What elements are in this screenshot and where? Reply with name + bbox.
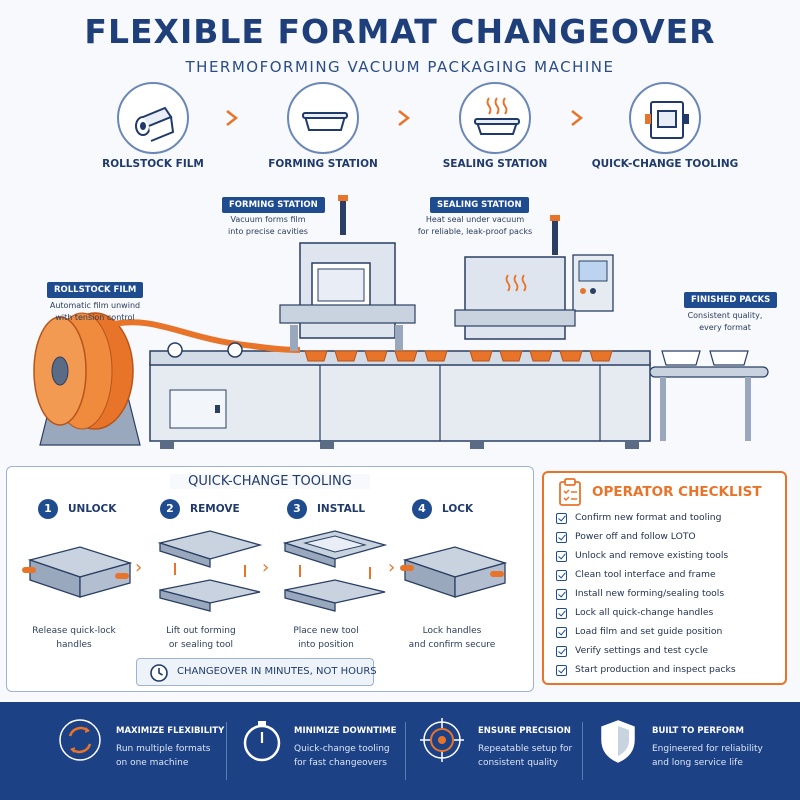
flow-label: QUICK-CHANGE TOOLING	[591, 158, 739, 170]
checklist-item: Confirm new format and tooling	[556, 511, 781, 527]
tooling-title: QUICK-CHANGE TOOLING	[170, 474, 370, 489]
callout-rollstock-tag: ROLLSTOCK FILM	[47, 282, 144, 298]
checklist-item: Clean tool interface and frame	[556, 568, 781, 584]
flow-label: FORMING STATION	[268, 158, 378, 170]
clock-icon	[150, 664, 168, 682]
callout-forming-tag: FORMING STATION	[222, 197, 325, 213]
checklist-item: Install new forming/sealing tools	[556, 587, 781, 603]
step-title: REMOVE	[190, 503, 240, 515]
checklist-item: Start production and inspect packs	[556, 663, 781, 679]
flow-arrow-icon	[226, 110, 239, 126]
footer-divider	[405, 722, 406, 780]
machine-illustration	[33, 195, 769, 449]
page-subtitle: THERMOFORMING VACUUM PACKAGING MACHINE	[185, 58, 615, 76]
feature-description: Run multiple formats on one machine	[116, 744, 211, 768]
step-description: Place new tool into position	[293, 626, 359, 650]
callout-sealing-note: Heat seal under vacuum for reliable, lea…	[417, 215, 533, 236]
step-title: LOCK	[442, 503, 474, 515]
checkbox-icon	[556, 646, 567, 657]
operator-checklist: OPERATOR CHECKLIST Confirm new format an…	[542, 471, 787, 685]
feature-title: ENSURE PRECISION	[478, 726, 571, 736]
checklist-title: OPERATOR CHECKLIST	[592, 484, 762, 500]
flow-step-sealing	[459, 82, 531, 154]
unlock-plate-icon	[22, 546, 133, 598]
step-description: Release quick-lock handles	[32, 626, 116, 650]
target-icon	[420, 718, 464, 762]
checkbox-icon	[556, 570, 567, 581]
step-title: UNLOCK	[68, 503, 117, 515]
tooling-icon	[645, 101, 689, 139]
flow-arrow-icon	[571, 110, 584, 126]
step-number: 4	[412, 499, 432, 519]
step-description: Lock handles and confirm secure	[408, 626, 496, 650]
callout-finished-note: Consistent quality, every format	[687, 311, 763, 332]
lock-plate-icon	[400, 546, 508, 598]
flow-label: SEALING STATION	[442, 158, 548, 170]
footer-divider	[226, 722, 227, 780]
tray-icon	[302, 112, 348, 131]
chevron-right-icon: ›	[388, 557, 396, 578]
callout-finished-tag: FINISHED PACKS	[684, 292, 778, 308]
feature-description: Engineered for reliability and long serv…	[652, 744, 763, 768]
callout-sealing-tag: SEALING STATION	[430, 197, 529, 213]
checkbox-icon	[556, 551, 567, 562]
step-title: INSTALL	[317, 503, 366, 515]
shield-check-icon	[601, 720, 635, 763]
checkbox-icon	[556, 665, 567, 676]
remove-plate-icon	[157, 530, 263, 612]
step-number: 1	[38, 499, 58, 519]
checklist-item: Lock all quick-change handles	[556, 606, 781, 622]
feature-title: MINIMIZE DOWNTIME	[294, 726, 397, 736]
flow-step-rollstock	[117, 82, 189, 154]
flow-step-forming	[287, 82, 359, 154]
changeover-banner-text: CHANGEOVER IN MINUTES, NOT HOURS	[177, 666, 377, 677]
callout-forming-note: Vacuum forms film into precise cavities	[228, 215, 308, 236]
heat-tray-icon	[474, 97, 520, 135]
checklist-item: Load film and set guide position	[556, 625, 781, 641]
install-plate-icon	[282, 530, 388, 612]
step-number: 2	[160, 499, 180, 519]
feature-title: MAXIMIZE FLEXIBILITY	[116, 726, 225, 736]
stopwatch-icon	[243, 721, 281, 762]
chevron-right-icon: ›	[135, 557, 143, 578]
changeover-banner: CHANGEOVER IN MINUTES, NOT HOURS	[136, 658, 377, 686]
checkbox-icon	[556, 627, 567, 638]
feature-description: Quick-change tooling for fast changeover…	[294, 744, 390, 768]
checkbox-icon	[556, 532, 567, 543]
film-roll-icon	[135, 106, 175, 142]
benefits-footer	[0, 702, 800, 800]
flow-label: ROLLSTOCK FILM	[102, 158, 204, 170]
checkbox-icon	[556, 513, 567, 524]
checkbox-icon	[556, 608, 567, 619]
checkbox-icon	[556, 589, 567, 600]
checklist-item: Verify settings and test cycle	[556, 644, 781, 660]
checklist-item: Unlock and remove existing tools	[556, 549, 781, 565]
chevron-right-icon: ›	[262, 557, 270, 578]
callout-rollstock-note: Automatic film unwind with tension contr…	[49, 301, 141, 322]
feature-title: BUILT TO PERFORM	[652, 726, 744, 736]
step-number: 3	[287, 499, 307, 519]
clipboard-icon	[559, 478, 581, 506]
checklist-item: Power off and follow LOTO	[556, 530, 781, 546]
tooling-steps-illustration	[22, 530, 508, 612]
footer-divider	[582, 722, 583, 780]
flow-arrow-icon	[398, 110, 411, 126]
flow-step-tooling	[629, 82, 701, 154]
cycle-arrows-icon	[59, 719, 101, 761]
step-description: Lift out forming or sealing tool	[166, 626, 236, 650]
feature-description: Repeatable setup for consistent quality	[478, 744, 573, 768]
page-title: FLEXIBLE FORMAT CHANGEOVER	[84, 12, 716, 51]
